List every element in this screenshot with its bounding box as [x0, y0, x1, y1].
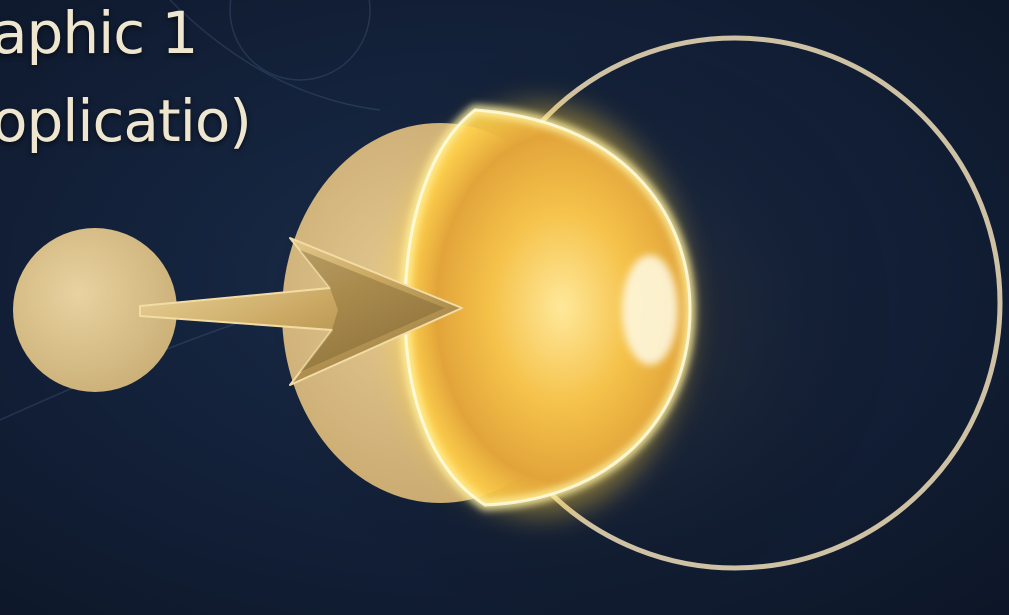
orbit-ring [230, 0, 370, 80]
caption-line-1: aphic 1 [0, 4, 197, 62]
glow-hotspot [622, 255, 678, 365]
caption-line-2: oplicatio) [0, 92, 251, 150]
